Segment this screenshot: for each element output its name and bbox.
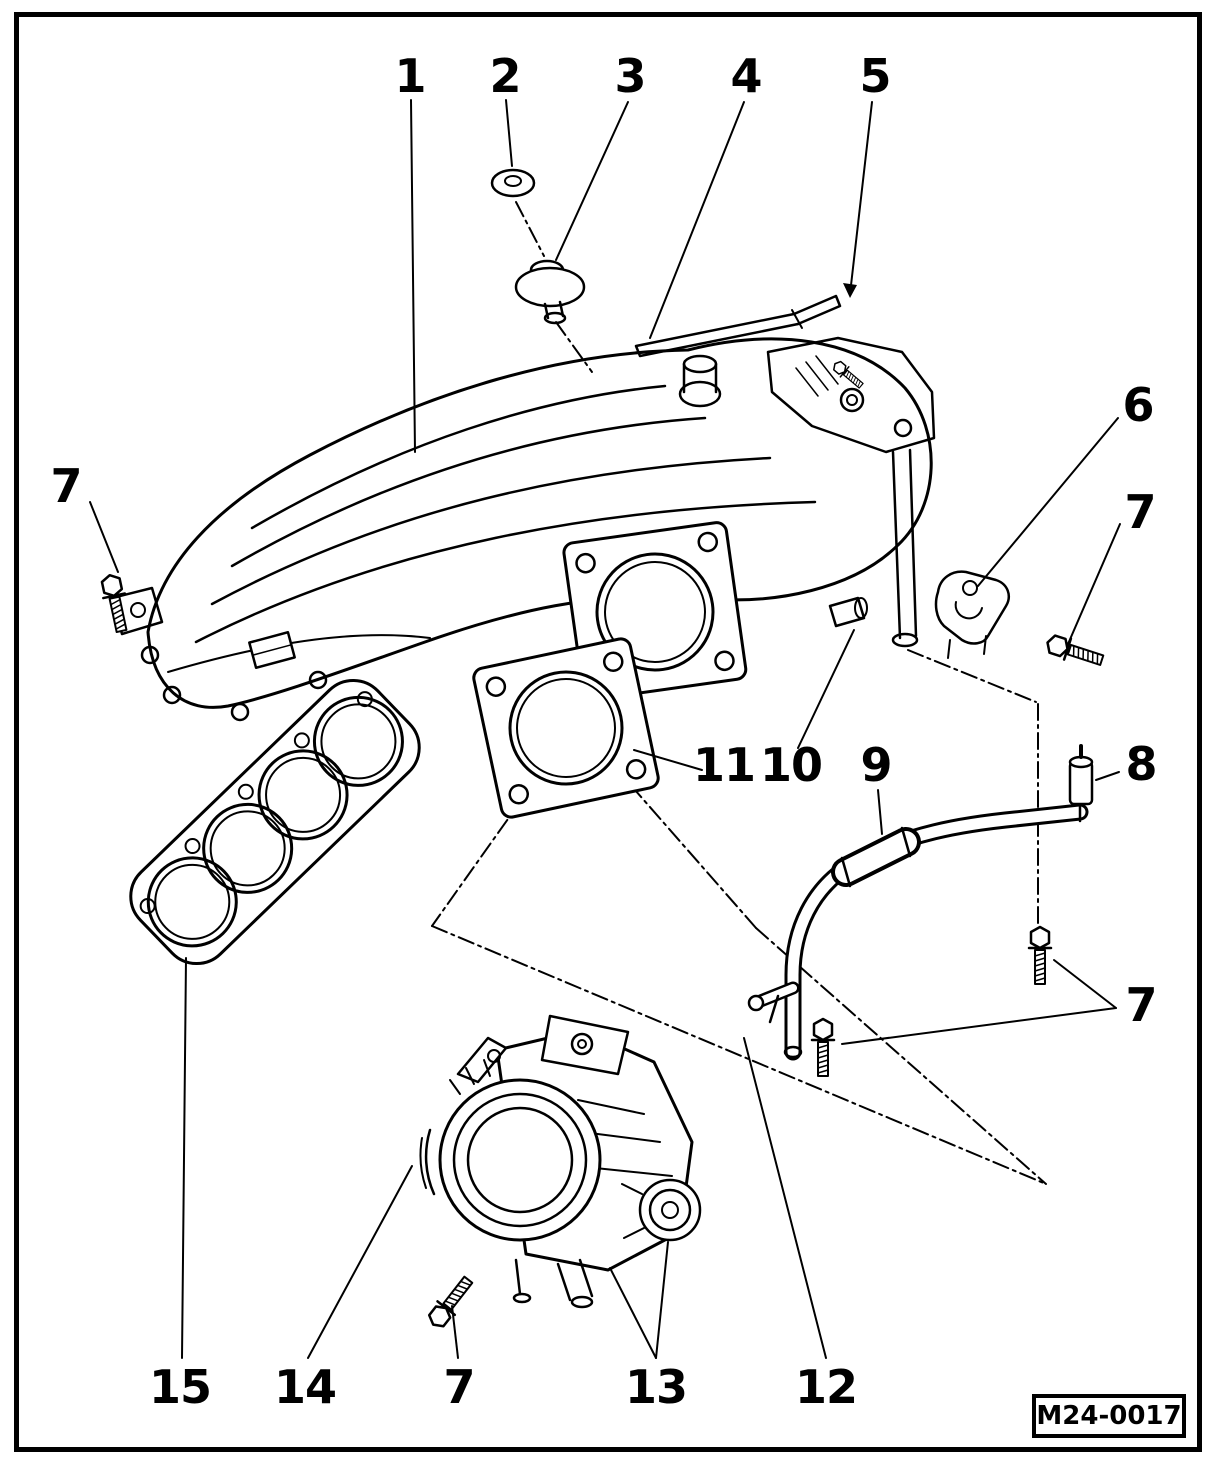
- pipe-fitting: [1068, 744, 1094, 806]
- leader-5: [849, 101, 873, 295]
- grommet: [514, 259, 586, 325]
- manifold-support-bracket: [766, 336, 936, 648]
- leader-7-right-lower-b: [841, 1007, 1117, 1045]
- intake-manifold: [110, 294, 936, 722]
- support-leg: [891, 448, 918, 640]
- diagram-frame: [14, 12, 1202, 1452]
- leader-12: [743, 1037, 827, 1359]
- leader-3: [555, 101, 629, 261]
- bolt-left: [97, 571, 134, 635]
- hose-connection: [747, 994, 765, 1012]
- callout-4: 4: [730, 49, 762, 103]
- throttle-bore-outer: [438, 1078, 602, 1242]
- callout-12: 12: [794, 1360, 858, 1414]
- callout-7-right-lower: 7: [1125, 978, 1157, 1032]
- leader-15: [181, 957, 187, 1359]
- gasket-port: [146, 856, 238, 948]
- leader-7-right-top: [1067, 523, 1121, 645]
- leader-lines: [89, 99, 1121, 1359]
- callout-7-bottom: 7: [443, 1360, 475, 1414]
- cap: [490, 168, 536, 198]
- callout-6: 6: [1122, 378, 1154, 432]
- leader-9: [877, 789, 883, 835]
- grommet-seat-stub: [678, 354, 722, 408]
- throttle-body-sensor: [621, 1178, 702, 1242]
- runner-sensor-block: [248, 631, 296, 669]
- callout-10: 10: [759, 738, 823, 792]
- figure-id-label: M24-0017: [1036, 1401, 1182, 1431]
- gasket-port: [257, 749, 349, 841]
- figure-id-box: M24-0017: [1032, 1394, 1186, 1438]
- callout-2: 2: [489, 49, 521, 103]
- flange-hole: [140, 645, 160, 665]
- callout-7-left: 7: [50, 459, 82, 513]
- leader-4: [649, 101, 745, 339]
- hose-stub: [792, 294, 842, 326]
- bolt-right-top: [1042, 630, 1107, 673]
- callout-1: 1: [394, 49, 426, 103]
- leader-14: [307, 1165, 413, 1359]
- leader-13-a: [655, 1241, 669, 1359]
- leader-1: [410, 99, 416, 453]
- manifold-gasket: [129, 678, 421, 966]
- callout-13: 13: [624, 1360, 688, 1414]
- leader-2: [505, 99, 513, 167]
- leader-7-left: [89, 501, 119, 573]
- leader-8: [1095, 771, 1120, 781]
- flange-hole: [162, 685, 182, 705]
- leader-10: [797, 629, 855, 749]
- bolt-bottom: [423, 1271, 479, 1333]
- flange-hole: [230, 702, 250, 722]
- callout-9: 9: [860, 738, 892, 792]
- leader-6: [977, 417, 1119, 587]
- throttle-gasket: [472, 637, 660, 819]
- leader-5-arrowhead: [843, 283, 857, 298]
- bolt-lower-mid: [810, 1017, 836, 1078]
- leader-7-bottom: [451, 1305, 459, 1359]
- throttle-body: [419, 1014, 702, 1309]
- flange-hole: [308, 670, 328, 690]
- callout-8: 8: [1125, 737, 1157, 791]
- throttle-bore: [595, 552, 715, 672]
- callout-5: 5: [859, 49, 891, 103]
- coolant-pipe: [747, 801, 1089, 1061]
- gasket-port: [202, 802, 294, 894]
- bracket-bolt: [829, 357, 867, 392]
- callout-7-right-top: 7: [1124, 485, 1156, 539]
- bottom-studs: [514, 1258, 594, 1302]
- gasket-port: [312, 695, 404, 787]
- flange-stud: [828, 596, 868, 628]
- callout-15: 15: [148, 1360, 212, 1414]
- callout-3: 3: [614, 49, 646, 103]
- callout-14: 14: [273, 1360, 337, 1414]
- bolt-right-mid: [1027, 925, 1053, 986]
- leader-7-right-lower-a: [1053, 959, 1117, 1009]
- bracket: [934, 570, 1010, 659]
- leader-11: [633, 749, 703, 771]
- callout-11: 11: [692, 738, 756, 792]
- leader-13-b: [609, 1267, 657, 1359]
